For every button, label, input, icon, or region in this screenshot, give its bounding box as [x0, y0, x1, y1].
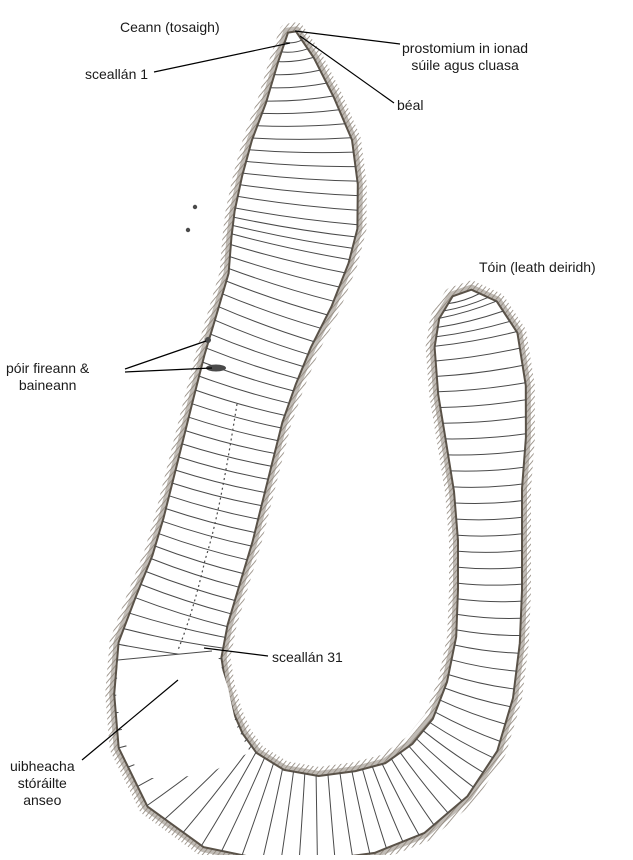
eggs-label-line-1: uibheacha [10, 758, 75, 775]
eggs-label-line-3: anseo [10, 792, 75, 809]
tail-label: Tóin (leath deiridh) [479, 259, 596, 276]
pores-label: póir fireann & baineann [6, 360, 89, 394]
eggs-label: uibheacha stóráilte anseo [10, 758, 75, 809]
pore-dot-1 [193, 205, 197, 209]
eggs-label-line-2: stóráilte [10, 775, 75, 792]
pore-dot-2 [186, 228, 190, 232]
prostomium-label-line-1: prostomium in ionad [402, 40, 528, 57]
mouth-label: béal [397, 97, 423, 114]
pores-label-line-2: baineann [6, 377, 89, 394]
segment-31-label: sceallán 31 [272, 649, 343, 666]
head-label: Ceann (tosaigh) [120, 19, 220, 36]
segment-1-label: sceallán 1 [85, 66, 148, 83]
prostomium-label: prostomium in ionad súile agus cluasa [402, 40, 528, 74]
male-pore [205, 337, 211, 343]
prostomium-label-line-2: súile agus cluasa [402, 57, 528, 74]
pores-label-line-1: póir fireann & [6, 360, 89, 377]
